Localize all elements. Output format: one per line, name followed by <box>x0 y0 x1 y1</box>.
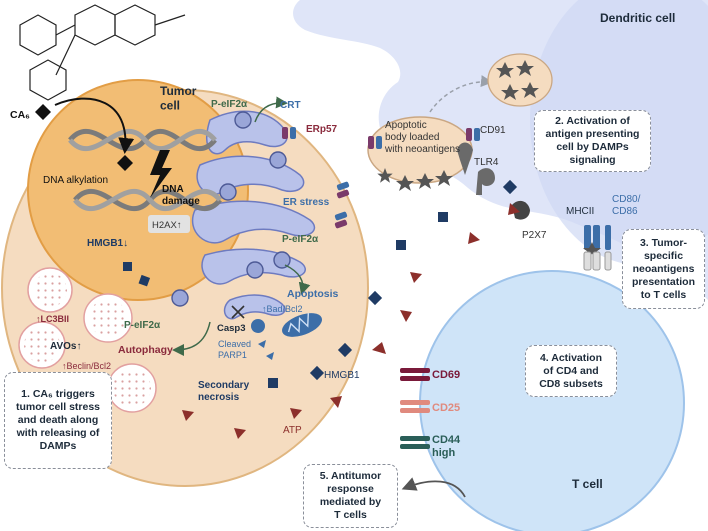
mhcii-receptor <box>584 225 600 250</box>
apoptosis-label: Apoptosis <box>287 288 338 300</box>
cd91-label: CD91 <box>480 125 506 136</box>
cd69-label: CD69 <box>432 369 460 381</box>
dna-helix <box>68 129 222 211</box>
cd80-86-label: CD80/CD86 <box>612 194 641 217</box>
bad-bcl2-label: ↑Bad/Bcl2 <box>262 304 303 314</box>
dendritic-cell-label: Dendritic cell <box>600 11 675 25</box>
cd44-marker <box>400 436 430 449</box>
response-arrow <box>401 477 466 498</box>
casp3-label: Casp3 <box>217 323 246 334</box>
crt-arrow <box>254 96 288 123</box>
phagocytosis-arrow <box>429 75 493 113</box>
ca6-molecule-icon <box>19 4 186 101</box>
apoptotic-body-receptors <box>368 128 480 149</box>
p-eif2a-label-top: P-eIF2α <box>211 99 248 110</box>
tlr4-receptor <box>476 168 495 195</box>
beclin-label: ↑Beclin/Bcl2 <box>62 361 111 371</box>
scissors-icon <box>231 305 245 319</box>
p2x7-atp-triangle <box>508 203 520 215</box>
lc3bii-label: ↑LC3BII <box>36 314 69 324</box>
atp-label: ATP <box>283 425 302 436</box>
tlr4-label: TLR4 <box>474 157 499 168</box>
mitochondrion <box>281 313 323 337</box>
dna-alkylation-label: DNA alkylation <box>43 175 108 186</box>
hmgb1-down-label: HMGB1↓ <box>87 238 128 249</box>
avos-label: AVOs↑ <box>50 341 82 352</box>
casp3-marker <box>251 319 265 333</box>
step-4-box: 4. Activation of CD4 and CD8 subsets <box>525 345 617 397</box>
parp1-fragments <box>258 340 274 360</box>
p2x7-receptor <box>512 200 530 220</box>
autophagosome <box>18 267 157 413</box>
ca6-label: CA₆ <box>10 109 30 121</box>
step-1-box: 1. CA₆ triggers tumor cell stress and de… <box>4 372 112 469</box>
p-eif2a-label-mid: P-eIF2α <box>282 234 319 245</box>
ca6-diamond-icon <box>35 104 51 120</box>
h2ax-label: H2AX↑ <box>152 220 182 231</box>
cd91-receptor <box>457 142 473 175</box>
lightning-icon <box>150 150 172 198</box>
step-3-text: 3. Tumor- specific neoantigens presentat… <box>631 236 695 301</box>
hmgb1-square <box>123 262 132 271</box>
p-eif2a-label-low: P-eIF2α <box>124 320 161 331</box>
tcr-receptor <box>583 251 612 271</box>
mitochondrion-cristae <box>287 313 310 333</box>
neoantigen-stars <box>377 168 453 191</box>
phagosome <box>487 53 553 107</box>
ribosome-markers <box>171 111 291 307</box>
autophagy-label: Autophagy <box>118 344 173 356</box>
p2x7-label: P2X7 <box>522 230 547 241</box>
cd69-marker <box>400 368 430 381</box>
step-5-text: 5. Antitumor response mediated by T cell… <box>319 470 382 521</box>
dna-diamond-icon <box>117 155 133 171</box>
erp57-label: ERp57 <box>306 124 338 135</box>
step-5-box: 5. Antitumor response mediated by T cell… <box>303 464 398 528</box>
hmgb1-label: HMGB1 <box>324 370 360 381</box>
step-2-box: 2. Activation of antigen presenting cell… <box>534 110 651 172</box>
step-1-text: 1. CA₆ triggers tumor cell stress and de… <box>15 388 101 452</box>
cd80-86-receptor <box>605 225 611 250</box>
atp-triangles <box>182 232 480 439</box>
t-cell <box>419 270 685 531</box>
t-cell-label: T cell <box>572 477 603 491</box>
hmgb1-square <box>138 274 151 287</box>
er-to-autophagy-arrow <box>172 321 211 356</box>
mhcii-label: MHCII <box>566 206 594 217</box>
cd25-marker <box>400 400 430 413</box>
phagosome-stars <box>496 60 539 100</box>
step-4-text: 4. Activation of CD4 and CD8 subsets <box>539 351 603 390</box>
hmgb1-damp-squares <box>268 179 518 388</box>
ca6-to-dna-arrow <box>54 97 135 154</box>
er-stress-label: ER stress <box>283 197 330 208</box>
step-3-box: 3. Tumor- specific neoantigens presentat… <box>622 229 705 309</box>
crt-label: CRT <box>280 100 301 111</box>
step-2-text: 2. Activation of antigen presenting cell… <box>545 115 640 166</box>
h2ax-box <box>148 215 190 233</box>
cd25-label: CD25 <box>432 402 460 414</box>
erp57-receptor <box>282 127 296 139</box>
er-to-apoptosis-arrow <box>284 264 311 295</box>
crt-membrane-pair <box>336 181 350 199</box>
membrane-pair <box>334 211 348 229</box>
